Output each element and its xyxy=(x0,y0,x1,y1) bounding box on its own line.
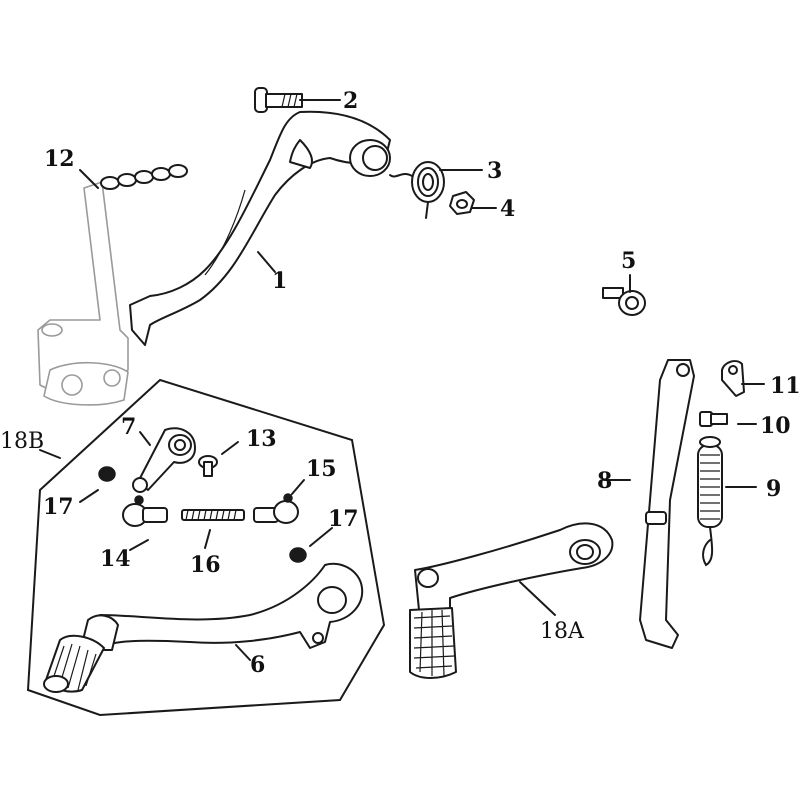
callout-8: 8 xyxy=(597,468,612,494)
callout-6: 6 xyxy=(250,652,265,678)
part-5-pivot-pin xyxy=(602,287,646,316)
callout-13: 13 xyxy=(246,426,277,452)
part-11-bracket xyxy=(721,360,745,397)
part-12-ghost-teeth xyxy=(100,164,188,190)
callout-15: 15 xyxy=(306,456,337,482)
part-17-nut-left xyxy=(98,466,116,482)
part-6-shift-lever xyxy=(43,562,364,693)
part-4-nut xyxy=(449,191,475,215)
callout-12: 12 xyxy=(44,146,75,172)
callout-1: 1 xyxy=(272,268,287,294)
part-13-screw xyxy=(198,455,218,477)
part-18a-shift-lever xyxy=(409,522,614,679)
callout-17-left: 17 xyxy=(43,494,74,520)
part-9-stand-spring xyxy=(697,436,723,567)
group-18b-outline xyxy=(26,378,386,717)
callout-17-right: 17 xyxy=(328,506,359,532)
callout-18a: 18A xyxy=(540,619,585,644)
callout-7: 7 xyxy=(121,414,136,440)
part-15-rod-end xyxy=(253,493,299,524)
part-12-ghost-kick-lever xyxy=(37,164,188,406)
callout-3: 3 xyxy=(487,158,502,184)
callout-9: 9 xyxy=(766,476,781,502)
callout-11: 11 xyxy=(770,373,800,399)
callout-10: 10 xyxy=(760,413,791,439)
part-8-side-stand xyxy=(639,359,695,649)
part-3-kick-spring xyxy=(389,161,445,219)
part-2-pivot-bolt xyxy=(254,87,303,113)
part-17-nut-right xyxy=(289,547,307,563)
part-7-shift-arm xyxy=(132,427,196,493)
part-1-kick-lever xyxy=(129,110,391,346)
callout-5: 5 xyxy=(621,248,636,274)
callout-18b: 18B xyxy=(0,429,44,454)
callout-4: 4 xyxy=(500,196,515,222)
leader-lines xyxy=(39,99,765,661)
callout-16: 16 xyxy=(190,552,221,578)
callout-2: 2 xyxy=(343,88,358,114)
part-16-threaded-rod xyxy=(181,509,245,521)
part-10-bolt xyxy=(699,411,728,427)
part-14-rod-end xyxy=(122,495,168,527)
callout-14: 14 xyxy=(100,546,131,572)
